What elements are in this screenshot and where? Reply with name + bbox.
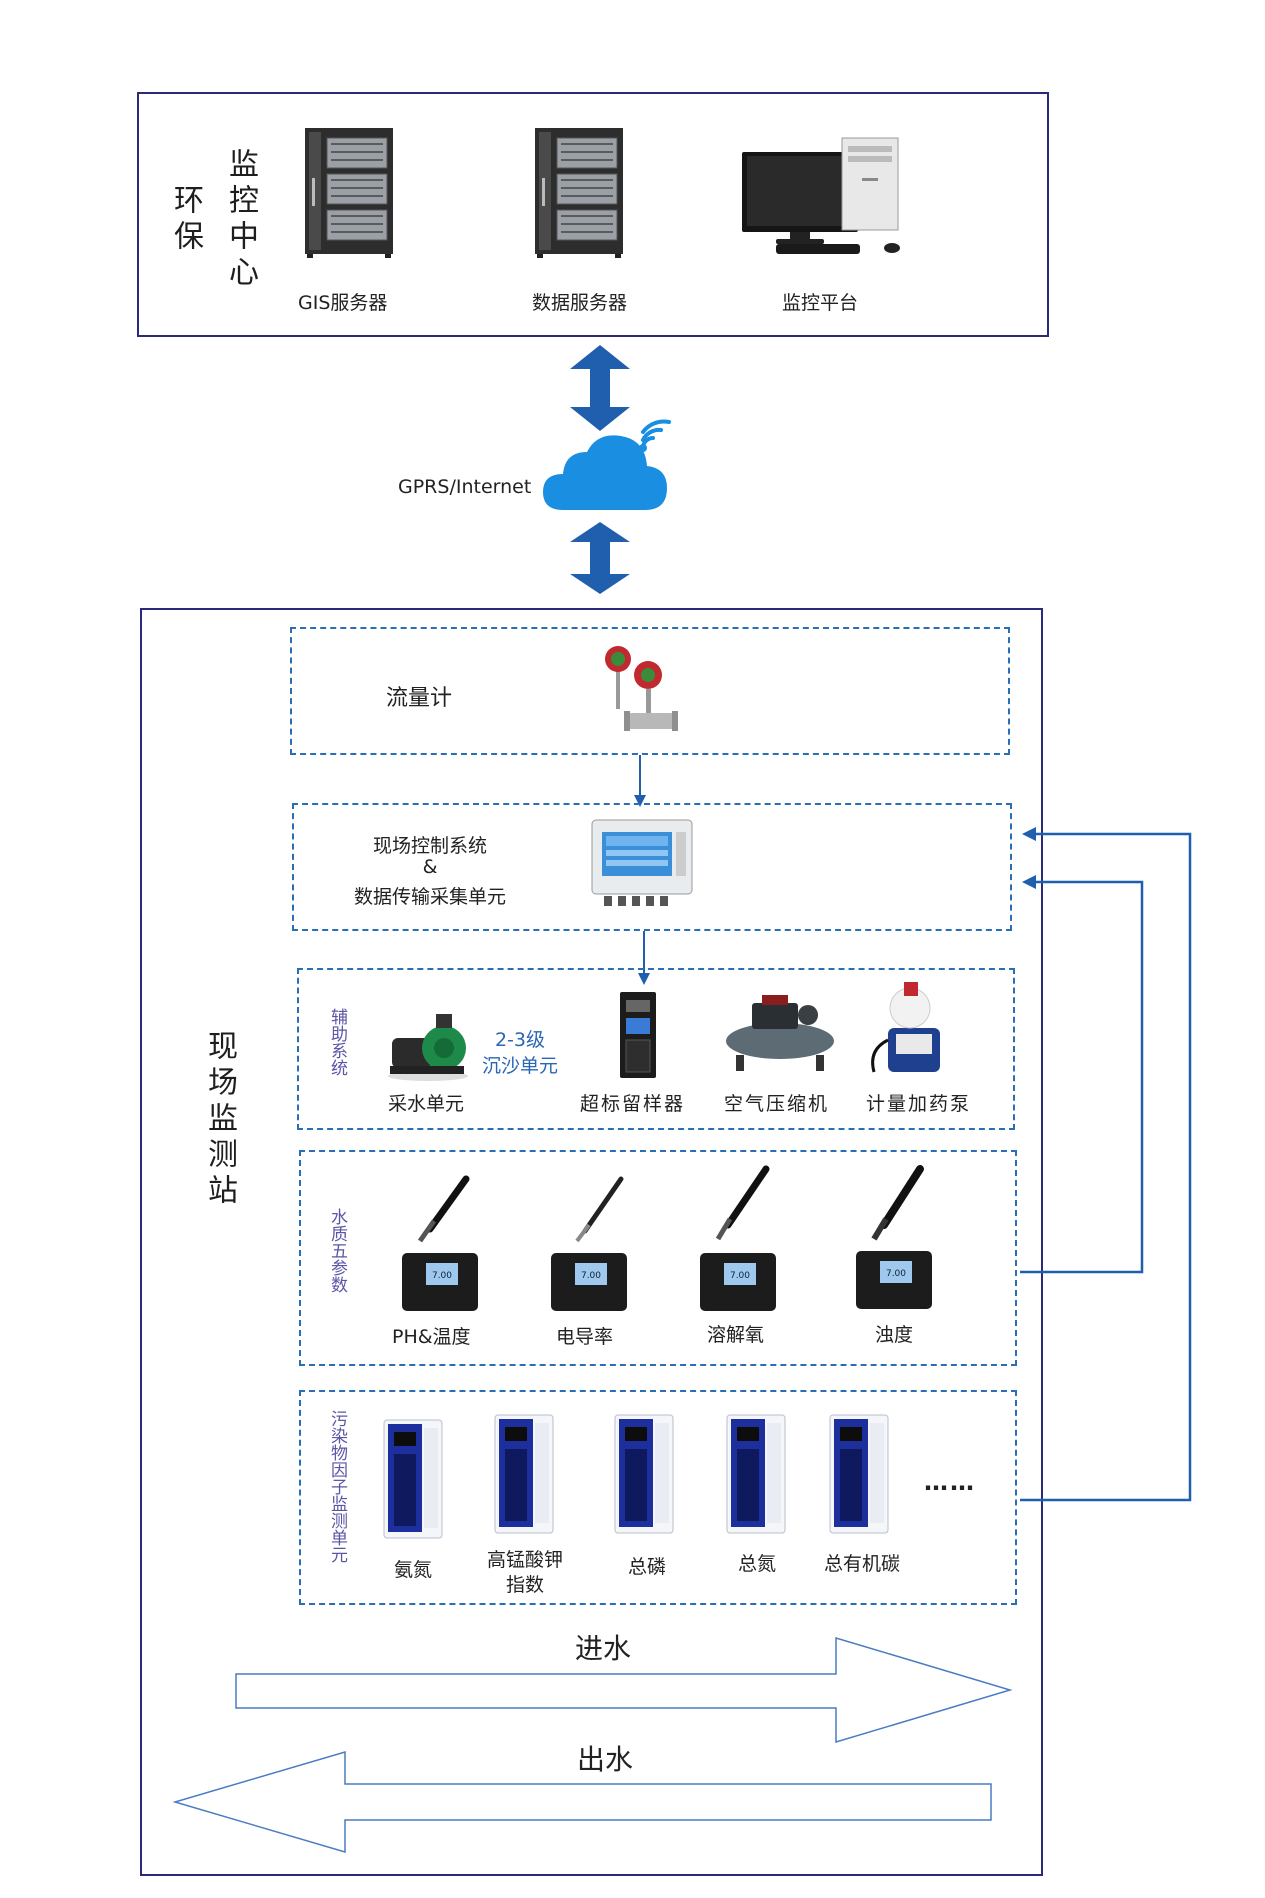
- turbidity-meter-reading: 7.00: [886, 1269, 906, 1279]
- analyzer-cabinet-icon: [829, 1414, 890, 1539]
- air-compressor-icon: [722, 995, 838, 1079]
- aux-item-compressor: 空气压缩机: [724, 1093, 830, 1115]
- monitor-platform-label: 监控平台: [782, 292, 859, 314]
- double-arrow-lower-icon: [570, 522, 630, 598]
- flowmeter-icon: [602, 645, 682, 741]
- control-line-1: 现场控制系统: [372, 835, 487, 857]
- monitoring-center-frame: [137, 92, 1049, 337]
- control-unit-icon: [590, 818, 694, 918]
- turbidity-sensor-icon: 7.00: [852, 1165, 952, 1319]
- conductivity-sensor-icon: 7.00: [549, 1175, 649, 1319]
- data-server-label: 数据服务器: [532, 292, 628, 314]
- analyzer-cabinet-icon: [383, 1419, 444, 1544]
- water-item-turbidity: 浊度: [875, 1324, 914, 1346]
- pollutant-side-label: 污染物因子监测单元: [327, 1410, 347, 1563]
- field-station-frame: [140, 608, 1043, 1876]
- outflow-label: 出水: [577, 1743, 634, 1776]
- aux-system-box: [297, 968, 1015, 1130]
- aux-item-sand-2: 沉沙单元: [481, 1055, 558, 1077]
- inflow-arrow-icon: [234, 1636, 1014, 1750]
- feedback-connectors: [1010, 820, 1200, 1514]
- ph-sensor-icon: 7.00: [396, 1175, 496, 1319]
- control-line-2: &: [422, 856, 438, 878]
- pollutant-item-ammonia: 氨氮: [394, 1559, 433, 1581]
- aux-item-sand-1: 2-3级: [494, 1029, 546, 1051]
- conductivity-meter-reading: 7.00: [581, 1271, 601, 1281]
- water-item-do: 溶解氧: [707, 1324, 765, 1346]
- flow-connector-1: [630, 755, 650, 811]
- sampler-cabinet-icon: [618, 992, 658, 1082]
- pollutant-item-tp: 总磷: [628, 1556, 667, 1578]
- gis-server-label: GIS服务器: [298, 292, 388, 314]
- do-sensor-icon: 7.00: [696, 1165, 796, 1319]
- center-side-title-2: 监控中心: [223, 148, 258, 292]
- flowmeter-box: [290, 627, 1010, 755]
- analyzer-cabinet-icon: [726, 1414, 787, 1539]
- analyzer-cabinet-icon: [494, 1414, 555, 1539]
- water-side-label: 水质五参数: [327, 1208, 347, 1293]
- aux-item-dosing: 计量加药泵: [866, 1093, 972, 1115]
- control-line-3: 数据传输采集单元: [353, 886, 506, 908]
- double-arrow-upper-icon: [570, 345, 630, 435]
- pollutant-box: [299, 1390, 1017, 1605]
- network-label: GPRS/Internet: [398, 476, 532, 498]
- aux-item-sampling: 采水单元: [388, 1093, 465, 1115]
- water-item-conductivity: 电导率: [556, 1326, 614, 1348]
- do-meter-reading: 7.00: [730, 1271, 750, 1281]
- flow-connector-2: [634, 931, 654, 989]
- center-side-title-1: 环保: [168, 184, 203, 256]
- desktop-computer-icon: [742, 137, 912, 260]
- field-station-title: 现场监测站: [202, 1030, 237, 1210]
- dosing-pump-icon: [866, 980, 950, 1080]
- cloud-wifi-icon: [543, 418, 683, 522]
- outflow-arrow-icon: [172, 1750, 993, 1858]
- aux-side-label: 辅助系统: [327, 1008, 347, 1076]
- ph-meter-reading: 7.00: [432, 1271, 452, 1281]
- water-params-box: [299, 1150, 1017, 1366]
- pollutant-item-cod-1: 高锰酸钾: [486, 1549, 563, 1571]
- flowmeter-label: 流量计: [386, 686, 453, 711]
- pollutant-item-toc: 总有机碳: [824, 1553, 901, 1575]
- server-rack-icon: [535, 128, 623, 262]
- pollutant-item-more: ……: [924, 1468, 976, 1496]
- water-item-ph: PH&温度: [392, 1326, 471, 1348]
- pollutant-item-tn: 总氮: [738, 1553, 777, 1575]
- server-rack-icon: [305, 128, 393, 262]
- water-pump-icon: [386, 1008, 470, 1086]
- aux-item-sampler: 超标留样器: [580, 1093, 686, 1115]
- control-system-box: [292, 803, 1012, 931]
- pollutant-item-cod-2: 指数: [505, 1574, 544, 1596]
- analyzer-cabinet-icon: [614, 1414, 675, 1539]
- inflow-label: 进水: [575, 1632, 632, 1665]
